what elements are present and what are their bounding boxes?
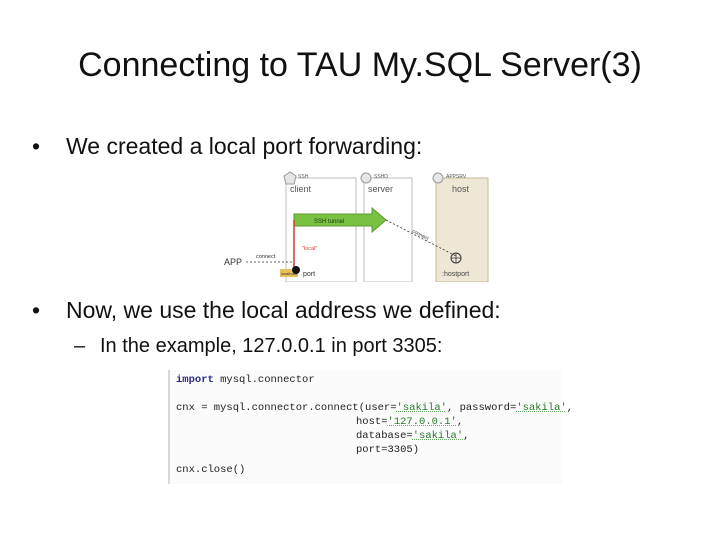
code-line-4: database='sakila',: [356, 430, 469, 443]
code-text: ,: [456, 416, 464, 428]
client-label: client: [290, 184, 312, 194]
code-string: 'sakila': [412, 430, 464, 442]
code-string: 'sakila': [516, 402, 567, 414]
localhost-label: localhost: [281, 271, 298, 276]
connect-label-2: connect: [411, 228, 430, 242]
server-tag-icon: [360, 172, 372, 184]
sub-bullet-text: In the example, 127.0.0.1 in port 3305:: [100, 335, 443, 357]
host-tag-label: APPSRV: [446, 174, 467, 180]
host-tag-icon: [432, 172, 444, 184]
connect-label: connect: [256, 254, 276, 260]
server-label: server: [368, 184, 393, 194]
code-string: '127.0.0.1': [387, 416, 457, 428]
code-text: database=: [356, 430, 413, 442]
slide-title: Connecting to TAU My.SQL Server(3): [78, 46, 642, 84]
bullet-local-address: • Now, we use the local address we define…: [32, 297, 501, 324]
local-port-badge: [280, 269, 298, 277]
code-text: mysql.connector: [213, 374, 315, 386]
client-tag-label: SSH: [298, 174, 309, 180]
bullet-text: Now, we use the local address we defined…: [66, 297, 501, 323]
port-label: port: [303, 271, 315, 278]
dash-symbol: –: [74, 335, 86, 357]
server-tag-label: SSHD: [374, 174, 388, 180]
code-line-1: import mysql.connector: [176, 374, 315, 387]
code-text: cnx = mysql.connector.connect(user=: [176, 402, 397, 414]
code-line-2: cnx = mysql.connector.connect(user='saki…: [176, 402, 573, 415]
bullet-local-port-forwarding: • We created a local port forwarding:: [32, 133, 422, 160]
code-line-6: cnx.close(): [176, 464, 246, 476]
code-snippet: import mysql.connector cnx = mysql.conne…: [168, 370, 573, 484]
host-port-crosshair: [451, 253, 461, 263]
sub-bullet-example: –In the example, 127.0.0.1 in port 3305:: [74, 335, 442, 358]
host-panel: [435, 177, 489, 282]
ssh-tunnel-diagram: SSH SSHD APPSRV client server host SSH t…: [222, 170, 492, 282]
client-panel: [285, 177, 357, 282]
host-label: host: [452, 184, 470, 194]
hostport-label: :hostport: [442, 271, 469, 278]
bullet-text: We created a local port forwarding:: [66, 133, 423, 159]
ssh-tunnel-label: SSH tunnel: [314, 219, 344, 225]
app-label: APP: [224, 257, 242, 267]
code-text: ,: [463, 430, 470, 442]
code-text: ,: [566, 402, 574, 414]
code-line-3: host='127.0.0.1',: [356, 416, 463, 429]
client-tag-icon: [283, 171, 297, 185]
bullet-symbol: •: [32, 133, 41, 159]
code-string: 'sakila': [396, 402, 447, 414]
code-text: host=: [356, 416, 388, 428]
code-line-5: port=3305): [356, 444, 420, 456]
code-keyword: import: [176, 374, 214, 386]
ssh-tunnel-arrow: [293, 206, 387, 234]
local-port-dot: [292, 266, 300, 274]
bullet-symbol: •: [32, 297, 41, 323]
code-text: , password=: [446, 402, 517, 414]
local-label: "local": [302, 246, 317, 252]
dashed-tunnel-line: [385, 219, 457, 257]
